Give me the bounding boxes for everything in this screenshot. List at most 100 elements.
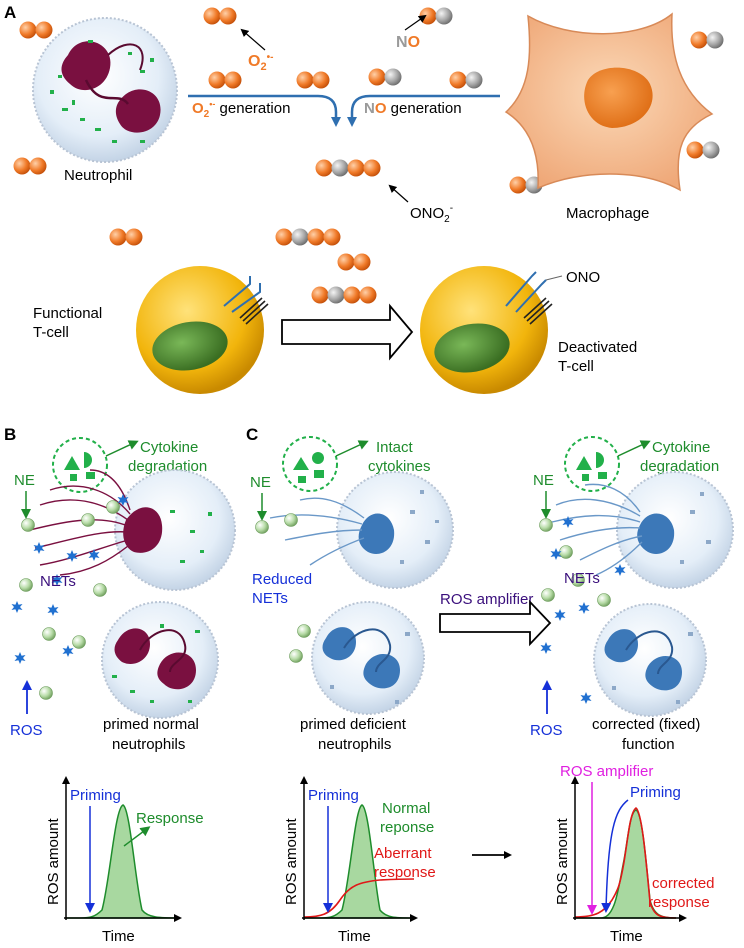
panel-a-label: A <box>4 3 16 22</box>
caption-primed-deficient-line1: primed deficient <box>300 716 407 733</box>
graph-left <box>62 776 182 922</box>
graph-right-priming: Priming <box>630 784 681 801</box>
intact-cytokines-label-line2: cytokines <box>368 458 431 475</box>
superoxide-molecule <box>337 253 371 271</box>
reduced-nets-label-line2: NETs <box>252 590 288 607</box>
graph-middle-xlabel: Time <box>338 928 371 945</box>
peroxynitrite-label: ONO2- <box>410 203 453 225</box>
caption-primed-normal-line2: neutrophils <box>112 736 185 753</box>
ne-particle <box>72 635 86 649</box>
nitric-oxide-label: NO <box>396 34 420 51</box>
ros-label: ROS <box>10 722 43 739</box>
superoxide-molecule <box>109 228 143 246</box>
ono-tag-label: ONO <box>566 269 600 286</box>
deactivated-t-cell-label-line1: Deactivated <box>558 339 637 356</box>
corrected-neutrophil <box>551 471 734 589</box>
graph-middle-aberrant-line1: Aberrant <box>374 845 432 862</box>
ne-particle <box>539 518 553 532</box>
arrow <box>123 826 151 847</box>
nitric-oxide-generation-arrow <box>347 94 500 127</box>
graph-right-ros-amplifier: ROS amplifier <box>560 763 653 780</box>
ros-right-label: ROS <box>530 722 563 739</box>
response-peak <box>66 804 181 919</box>
reduced-nets-label-line1: Reduced <box>252 571 312 588</box>
neutrophil-label: Neutrophil <box>64 167 132 184</box>
ros-amplifier-arrow <box>439 599 552 647</box>
macrophage-cell <box>504 12 714 192</box>
ne-particle <box>19 578 33 592</box>
panel-b-label: B <box>4 425 16 444</box>
corrected-response-curve <box>574 807 677 919</box>
nets-right-label: NETs <box>564 570 600 587</box>
graph-middle-normal-line1: Normal <box>382 800 430 817</box>
ne-particle <box>106 500 120 514</box>
intact-cytokines-label-line1: Intact <box>376 439 414 456</box>
peroxynitrite-molecule <box>275 228 341 246</box>
neutrophil-primed-normal <box>101 601 219 719</box>
ne-particle <box>81 513 95 527</box>
functional-t-cell <box>136 266 269 394</box>
superoxide-molecule <box>296 71 330 89</box>
nitric-oxide-molecule <box>690 31 724 49</box>
cytokine-degradation-right-line1: Cytokine <box>652 439 710 456</box>
ne-label: NE <box>14 472 35 489</box>
ros-particle <box>580 692 592 704</box>
graph-middle-aberrant-line2: response <box>374 864 436 881</box>
ne-particle <box>541 588 555 602</box>
nets-label: NETs <box>40 573 76 590</box>
arrow <box>335 440 369 457</box>
graph-left-response: Response <box>136 810 204 827</box>
peroxynitrite-molecule <box>315 159 381 177</box>
nitric-oxide-molecule <box>449 71 483 89</box>
ros-particle <box>62 645 74 657</box>
aberrant-response-curve <box>303 878 415 918</box>
superoxide-molecule <box>208 71 242 89</box>
graph-right-ylabel: ROS amount <box>554 817 571 905</box>
graph-middle-normal-line2: reponse <box>380 819 434 836</box>
ros-particle <box>554 609 566 621</box>
corrected-neutrophil-lower <box>593 603 707 717</box>
ne-label: NE <box>250 474 271 491</box>
arrow <box>105 440 139 457</box>
graph-middle-ylabel: ROS amount <box>283 817 300 905</box>
cytokine-bubble <box>52 437 108 493</box>
nitric-oxide-molecule <box>368 68 402 86</box>
ne-particle <box>93 583 107 597</box>
graph-right-corrected-line1: corrected <box>652 875 715 892</box>
graph-right-xlabel: Time <box>610 928 643 945</box>
deactivated-t-cell-label-line2: T-cell <box>558 358 594 375</box>
caption-corrected-line1: corrected (fixed) <box>592 716 700 733</box>
ne-right-label: NE <box>533 472 554 489</box>
deficient-neutrophil-lower <box>311 601 425 715</box>
normal-response-peak <box>304 804 413 919</box>
graph-right-corrected-line2: response <box>648 894 710 911</box>
caption-primed-deficient-line2: neutrophils <box>318 736 391 753</box>
ros-particle <box>578 602 590 614</box>
neutrophil-with-nets <box>29 469 236 591</box>
nitric-oxide-molecule <box>686 141 720 159</box>
superoxide-molecule <box>13 157 47 175</box>
ne-particle <box>39 686 53 700</box>
superoxide-molecule <box>19 21 53 39</box>
macrophage-label: Macrophage <box>566 205 649 222</box>
ne-particle <box>297 624 311 638</box>
ros-particle <box>11 601 23 613</box>
superoxide-generation-arrow <box>188 94 341 127</box>
ne-particle <box>42 627 56 641</box>
nitric-oxide-generation-label: NO generation <box>364 100 462 117</box>
intact-cytokines-bubble <box>282 436 338 492</box>
caption-primed-normal-line1: primed normal <box>103 716 199 733</box>
arrow <box>240 28 266 51</box>
ros-particle <box>88 549 100 561</box>
graph-middle-priming: Priming <box>308 787 359 804</box>
graph-left-ylabel: ROS amount <box>45 817 62 905</box>
cytokine-degradation-right-line2: degradation <box>640 458 719 475</box>
priming-arrow <box>601 799 629 913</box>
superoxide-label: O2•- <box>248 52 273 73</box>
ros-particle <box>614 564 626 576</box>
ne-particle <box>289 649 303 663</box>
ne-particle <box>255 520 269 534</box>
caption-corrected-line2: function <box>622 736 675 753</box>
graph-middle <box>300 776 418 922</box>
